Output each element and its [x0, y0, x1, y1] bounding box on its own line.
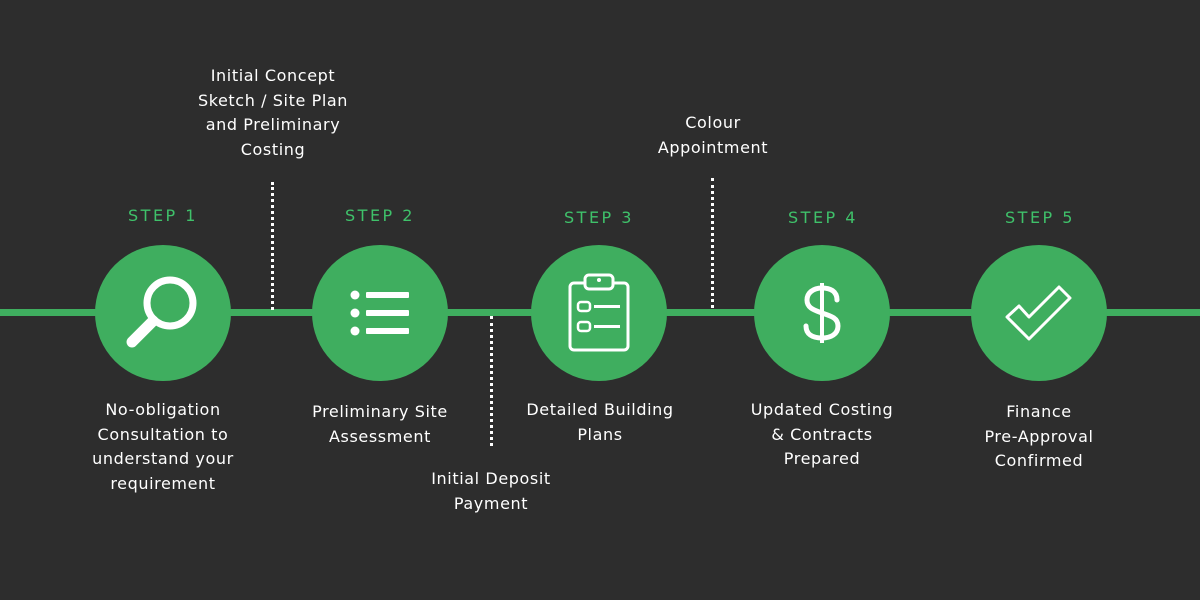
step-3-label: STEP 3	[564, 208, 634, 227]
milestone-connector-2	[490, 316, 493, 446]
search-icon	[126, 276, 197, 348]
milestone-colour-appointment: Colour Appointment	[657, 113, 769, 157]
milestone-connector-3	[711, 178, 714, 308]
step-5-description: Finance Pre-Approval Confirmed	[984, 402, 1094, 470]
list-icon	[350, 290, 409, 336]
step-4-description: Updated Costing & Contracts Prepared	[750, 400, 894, 468]
clipboard-icon	[568, 273, 630, 352]
checkmark-icon	[1005, 285, 1072, 341]
milestone-connector-1	[271, 182, 274, 310]
milestone-initial-deposit: Initial Deposit Payment	[431, 469, 551, 513]
step-2-description: Preliminary Site Assessment	[312, 402, 448, 446]
milestone-concept-sketch: Initial Concept Sketch / Site Plan and P…	[197, 66, 349, 159]
dollar-icon	[803, 283, 841, 343]
step-5-circle	[971, 245, 1107, 381]
step-3-circle	[531, 245, 667, 381]
step-1-circle	[95, 245, 231, 381]
step-1-label: STEP 1	[128, 206, 198, 225]
step-1-description: No-obligation Consultation to understand…	[92, 400, 234, 493]
step-5-label: STEP 5	[1005, 208, 1075, 227]
step-3-description: Detailed Building Plans	[526, 400, 674, 444]
step-2-label: STEP 2	[345, 206, 415, 225]
step-4-circle	[754, 245, 890, 381]
step-4-label: STEP 4	[788, 208, 858, 227]
step-2-circle	[312, 245, 448, 381]
